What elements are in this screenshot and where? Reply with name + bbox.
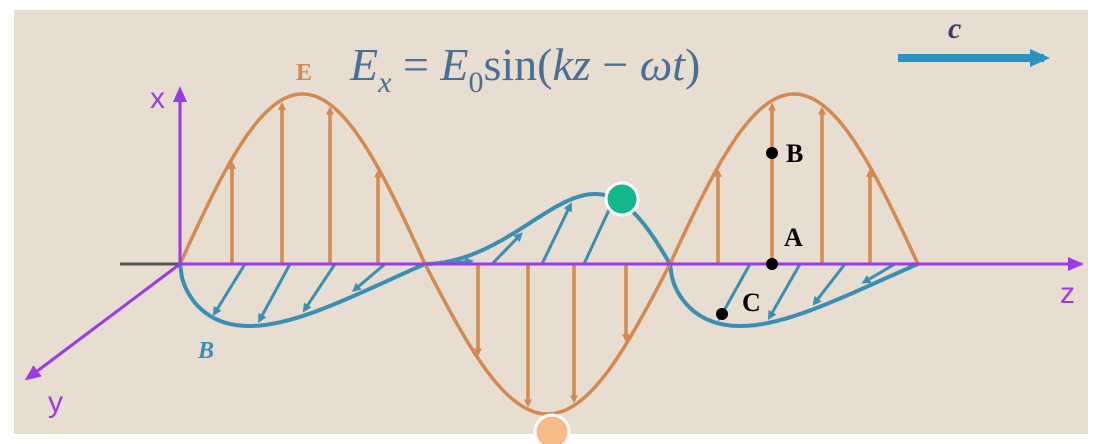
b-vector-arrow [540,202,572,265]
x-axis-label: x [150,82,165,115]
point-a-dot [766,258,778,270]
z-axis-label: z [1060,277,1075,310]
point-a-label: A [784,223,803,252]
point-b-dot [766,147,778,159]
point-c-dot [716,308,728,320]
b-vector-arrow [302,263,337,313]
diagram-background [14,10,1088,434]
point-c-label: C [742,288,761,317]
velocity-label: c [948,12,961,45]
b-wave-label: B [197,338,214,364]
b-vector-arrow [582,199,614,265]
e-field-vectors [228,101,874,408]
b-field-wave [178,192,919,328]
b-vector-arrow [212,263,247,317]
y-axis-label: y [48,386,63,419]
crest-marker-handle[interactable] [604,181,640,217]
b-vector-arrow [490,232,523,266]
b-vector-arrow [812,263,847,306]
trough-marker-handle[interactable] [533,413,571,444]
b-vector-arrow [768,263,802,321]
e-wave-label: E [296,60,312,86]
wave-equation: Ex = E0sin(kz − ωt) [349,39,700,99]
b-vector-arrow [351,262,386,292]
point-b-label: B [786,139,803,168]
y-axis [24,262,181,381]
b-vector-arrow [258,263,292,324]
b-vector-arrow [861,262,896,284]
